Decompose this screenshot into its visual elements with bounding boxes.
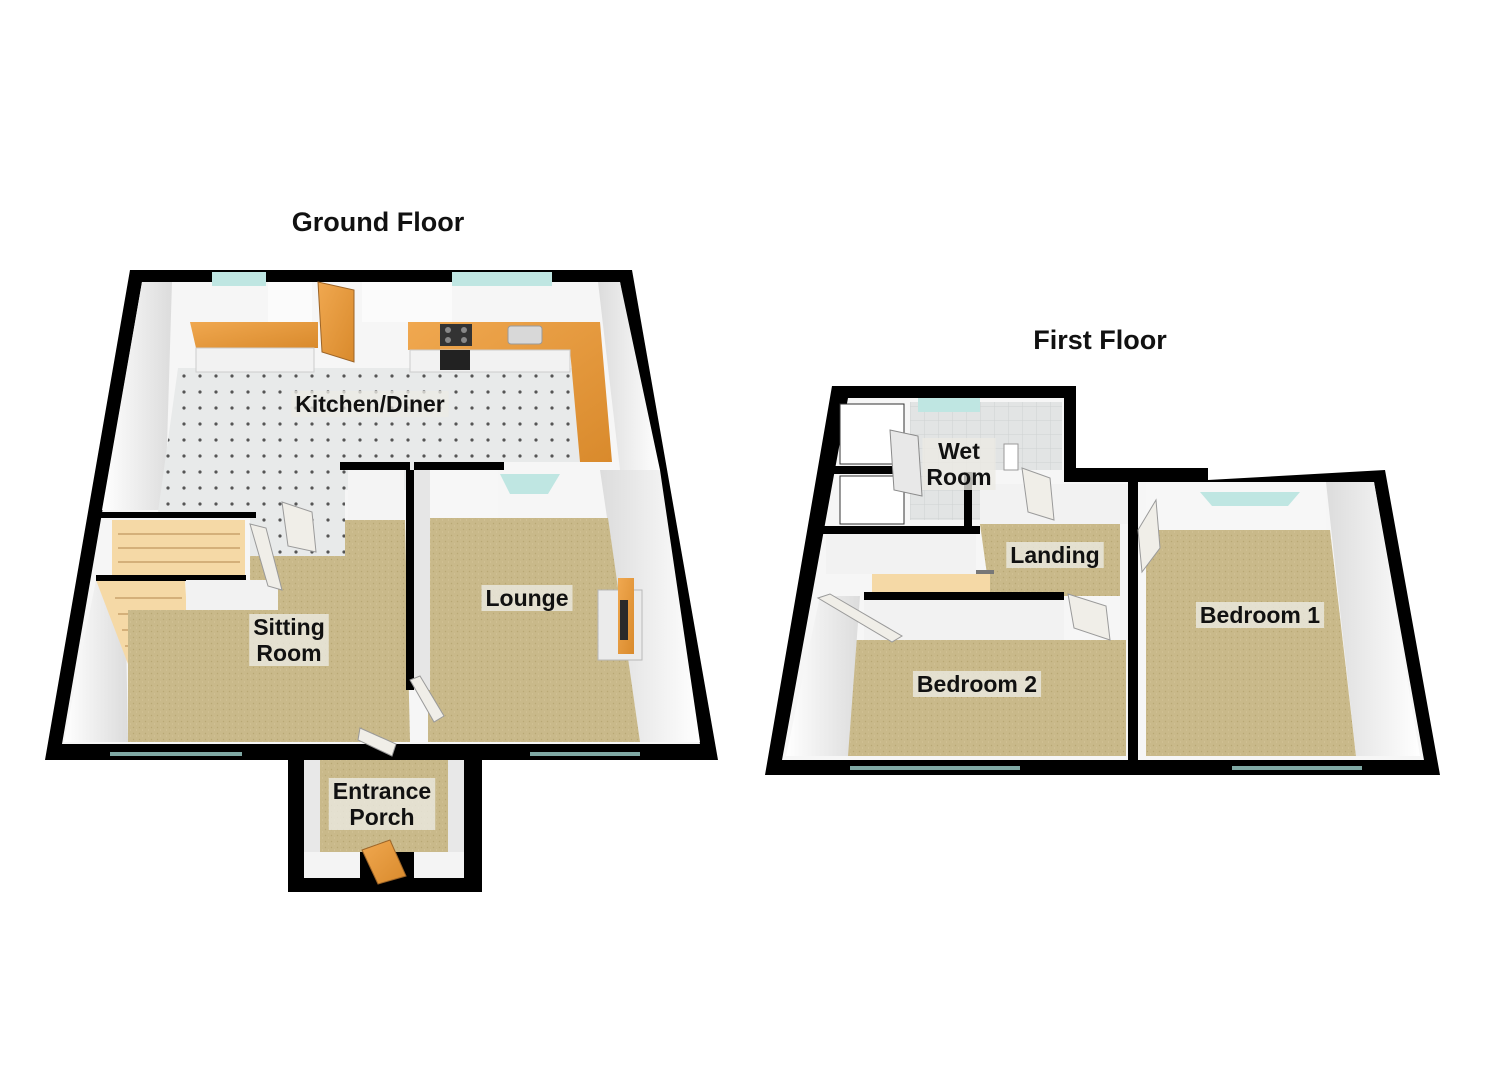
room-label-background: [328, 778, 436, 830]
kitchen-left-wall-face: [102, 282, 172, 510]
room-label-background: [291, 391, 449, 417]
bedroom-2-floor: [848, 640, 1126, 756]
kitchen-units-right: [409, 349, 571, 373]
sink-icon: [507, 325, 543, 345]
kitchen-sitting-wall-face: [348, 470, 404, 520]
hob-icon: [440, 324, 472, 346]
kitchen-back-wall-2: [362, 282, 452, 322]
kitchen-units-left: [195, 347, 315, 373]
bedroom-2-cupboard-door-icon: [816, 593, 903, 643]
room-label-background: [912, 671, 1042, 697]
bedroom-2-top-wall: [864, 592, 1064, 600]
kitchen-window-3: [500, 474, 560, 494]
kitchen-window-1: [212, 272, 266, 286]
stair-door-icon: [249, 523, 283, 591]
stair-enclosure-wall: [186, 580, 278, 610]
bedroom-1-window: [1200, 492, 1300, 506]
porch-bottom-left-face: [304, 852, 360, 878]
room-label-background: [481, 585, 573, 611]
room-label-line: Entrance: [333, 778, 431, 804]
lounge-front-window: [530, 752, 640, 756]
bedroom-1-label: Bedroom 1: [1195, 602, 1325, 628]
wet-room-window: [918, 398, 980, 412]
bedroom-1-front-window: [1232, 766, 1362, 770]
bedroom-2-front-window: [850, 766, 1020, 770]
landing-stairs: [872, 574, 990, 592]
room-label-line: Landing: [1010, 542, 1099, 568]
kitchen-right-wall-face: [598, 282, 660, 470]
lounge-wall-face: [414, 470, 430, 690]
bedroom-1-floor: [1146, 530, 1356, 756]
first-floor-title: First Floor: [1033, 325, 1167, 355]
cupboard-divider: [826, 466, 916, 474]
room-label-line: Sitting: [253, 614, 325, 640]
toilet-icon: [1003, 443, 1019, 471]
kitchen-lounge-wall: [414, 462, 504, 470]
room-label-line: Wet: [938, 438, 980, 464]
bedroom-1-right-wall-face: [1326, 482, 1420, 756]
landing-label: Landing: [1006, 542, 1104, 568]
bedroom-2-label: Bedroom 2: [912, 671, 1042, 697]
room-label-line: Porch: [349, 804, 414, 830]
lounge-right-wall-face: [600, 470, 700, 742]
room-label-line: Kitchen/Diner: [295, 391, 445, 417]
porch-left-wall-face: [304, 760, 320, 858]
room-label-line: Lounge: [485, 585, 568, 611]
first-floor-plan: [765, 386, 1440, 775]
landing-wall-face: [980, 484, 1130, 524]
landing-left-wall-face: [826, 534, 976, 574]
lounge-floor: [428, 518, 640, 742]
kitchen-back-door-icon: [317, 281, 355, 363]
fireplace-icon: [597, 578, 643, 661]
porch-right-wall-face: [448, 760, 464, 858]
porch-bottom-right-face: [414, 852, 464, 878]
lounge-label: Lounge: [481, 585, 573, 611]
shower-screen-icon: [889, 429, 923, 497]
kitchen-worktop-left: [190, 322, 318, 348]
porch-front-door-icon: [361, 839, 407, 885]
kitchen-diner-label: Kitchen/Diner: [291, 391, 449, 417]
bedroom-divider-wall: [1128, 482, 1138, 762]
oven-icon: [440, 350, 470, 370]
kitchen-lounge-wall-face: [430, 470, 498, 518]
room-label-line: Bedroom 2: [917, 671, 1037, 697]
sitting-lounge-wall: [406, 470, 414, 690]
sitting-room-door-icon: [281, 501, 317, 553]
ground-floor-title: Ground Floor: [292, 207, 465, 237]
room-label-background: [1195, 602, 1325, 628]
room-label-line: Room: [256, 640, 321, 666]
kitchen-window-2: [452, 272, 552, 286]
porch-inner-door-icon: [357, 727, 397, 757]
room-label-background: [249, 614, 329, 666]
bedroom-2-door-icon: [1067, 593, 1111, 641]
bedroom-2-left-wall-face: [786, 596, 860, 756]
room-label-background: [1006, 542, 1104, 568]
landing-left-wall: [820, 526, 980, 534]
wetroom-door-icon: [1021, 467, 1055, 521]
lounge-door-icon: [409, 675, 445, 723]
ground-floor-plan: [45, 270, 718, 892]
room-label-line: Bedroom 1: [1200, 602, 1320, 628]
kitchen-back-wall-1: [268, 282, 312, 322]
kitchen-sitting-wall: [340, 462, 410, 470]
room-label-background: [922, 438, 996, 490]
room-label-line: Room: [926, 464, 991, 490]
bedroom-1-door-icon: [1137, 498, 1161, 574]
wetroom-wall-block: [964, 472, 972, 532]
sitting-front-window: [110, 752, 242, 756]
